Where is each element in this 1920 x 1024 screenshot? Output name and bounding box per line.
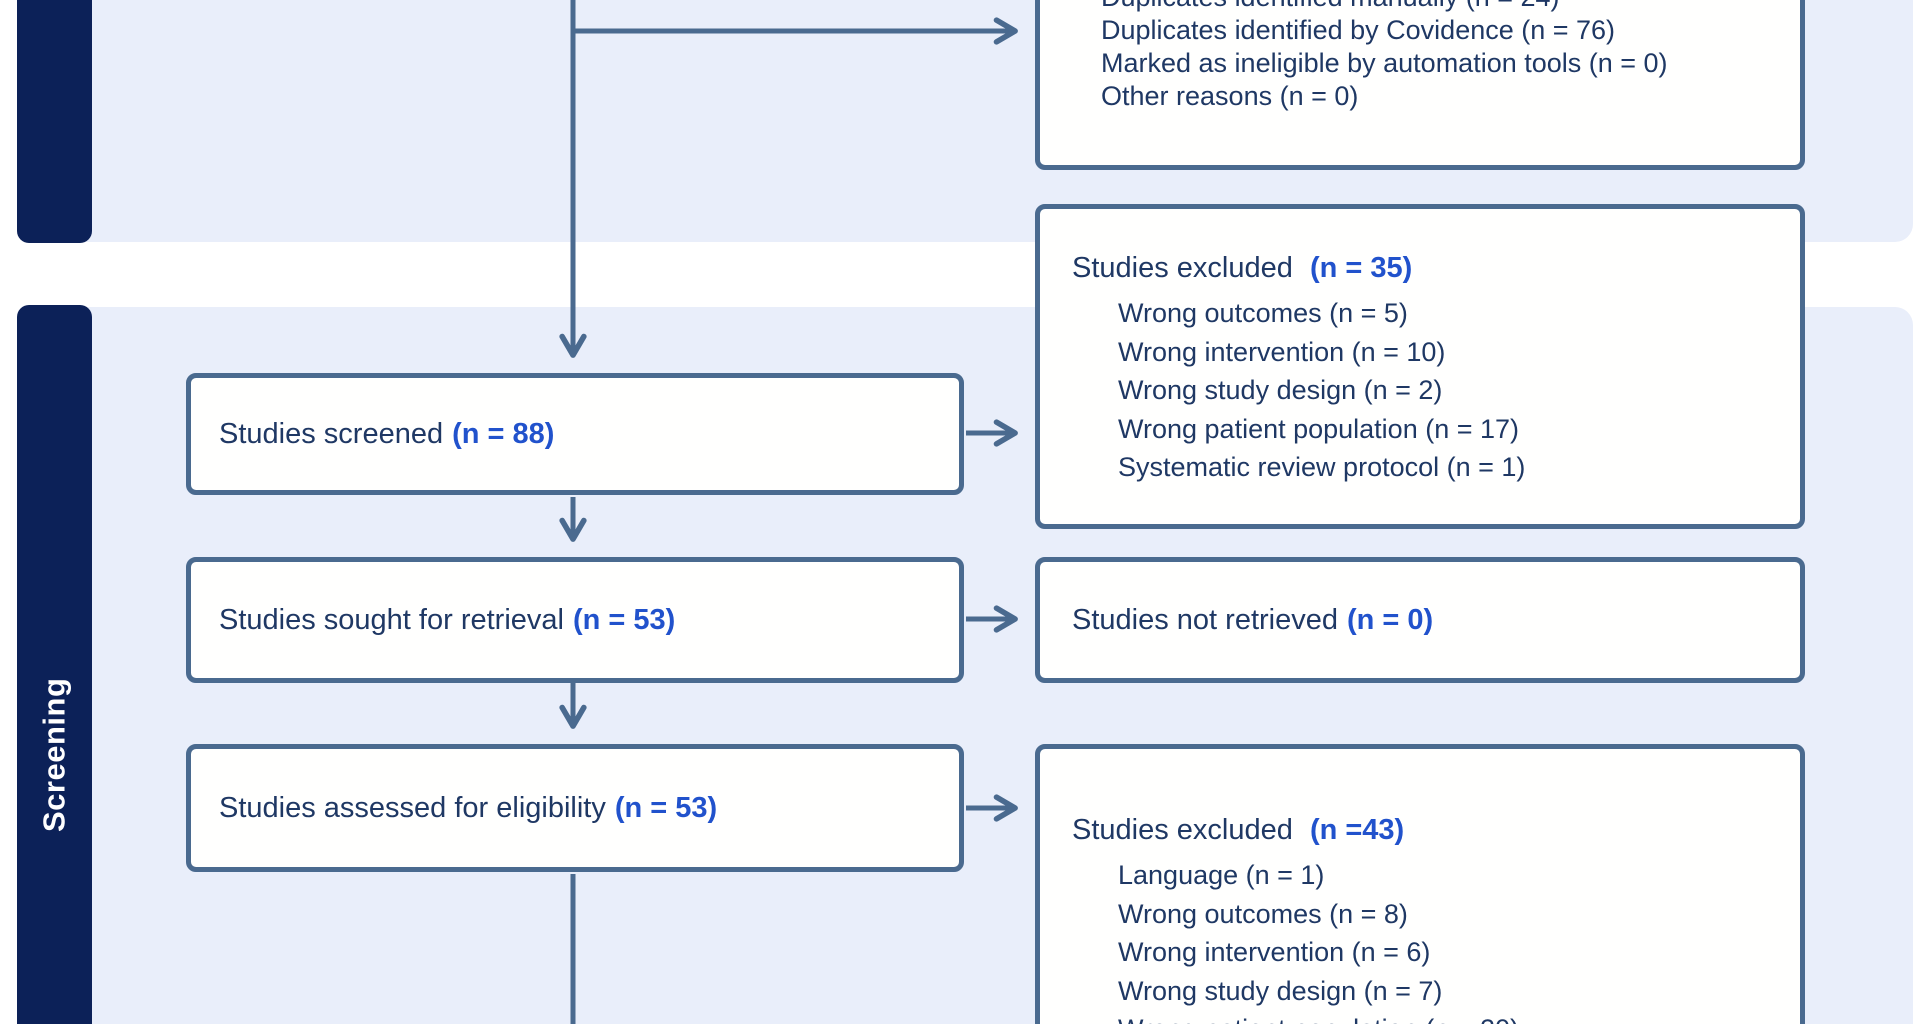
list-item: Other reasons (n = 0) [1101,81,1359,111]
screening-stage-label: Screening [36,677,72,833]
list-item: Wrong outcomes (n = 5) [1118,298,1408,328]
box-count: (n = 35) [1309,252,1413,284]
box-count: (n = 88) [452,417,555,450]
identification-stage-bar [17,0,92,243]
duplicates-removed-list: Duplicates identified manually (n = 24) … [1040,0,1800,113]
list-item: Systematic review protocol (n = 1) [1118,452,1526,482]
box-count: (n = 53) [572,603,676,636]
studies-screened-box: Studies screened (n = 88) [186,373,964,495]
list-item: Duplicates identified manually (n = 24) [1101,0,1800,14]
list-item: Wrong study design (n = 7) [1118,975,1443,1006]
studies-excluded-eligibility-box: Studies excluded (n =43) Language (n = 1… [1035,744,1805,1024]
list-item: Language (n = 1) [1118,860,1325,890]
box-label: Studies excluded [1072,814,1293,846]
list-item: Wrong intervention (n = 6) [1118,937,1431,967]
duplicates-removed-box: Duplicates identified manually (n = 24) … [1035,0,1805,170]
box-count: (n =43) [1309,814,1405,846]
box-label: Studies sought for retrieval [219,603,564,636]
exclusion-reason-list: Language (n = 1) Wrong outcomes (n = 8) … [1040,856,1800,1024]
list-item: Duplicates identified by Covidence (n = … [1101,15,1616,45]
list-item: Wrong outcomes (n = 8) [1118,898,1408,929]
box-count: (n = 53) [614,791,718,824]
studies-assessed-box: Studies assessed for eligibility (n = 53… [186,744,964,872]
box-count: (n = 0) [1346,603,1434,636]
screening-stage-bar [17,305,92,1024]
list-item: Marked as ineligible by automation tools… [1101,48,1668,78]
list-item: Wrong patient population (n = 17) [1118,413,1520,444]
box-heading: Studies excluded (n =43) [1040,811,1800,850]
box-label: Studies screened [219,417,444,450]
list-item: Wrong intervention (n = 10) [1118,336,1446,367]
box-heading: Studies excluded (n = 35) [1040,249,1800,288]
studies-not-retrieved-box: Studies not retrieved (n = 0) [1035,557,1805,683]
exclusion-reason-list: Wrong outcomes (n = 5) Wrong interventio… [1040,294,1800,487]
list-item: Wrong study design (n = 2) [1118,375,1443,405]
box-label: Studies not retrieved [1072,603,1338,636]
studies-sought-box: Studies sought for retrieval (n = 53) [186,557,964,683]
studies-excluded-screening-box: Studies excluded (n = 35) Wrong outcomes… [1035,204,1805,529]
list-item: Wrong patient population (n = 20) [1118,1010,1800,1024]
box-label: Studies excluded [1072,252,1293,284]
box-label: Studies assessed for eligibility [219,791,606,824]
